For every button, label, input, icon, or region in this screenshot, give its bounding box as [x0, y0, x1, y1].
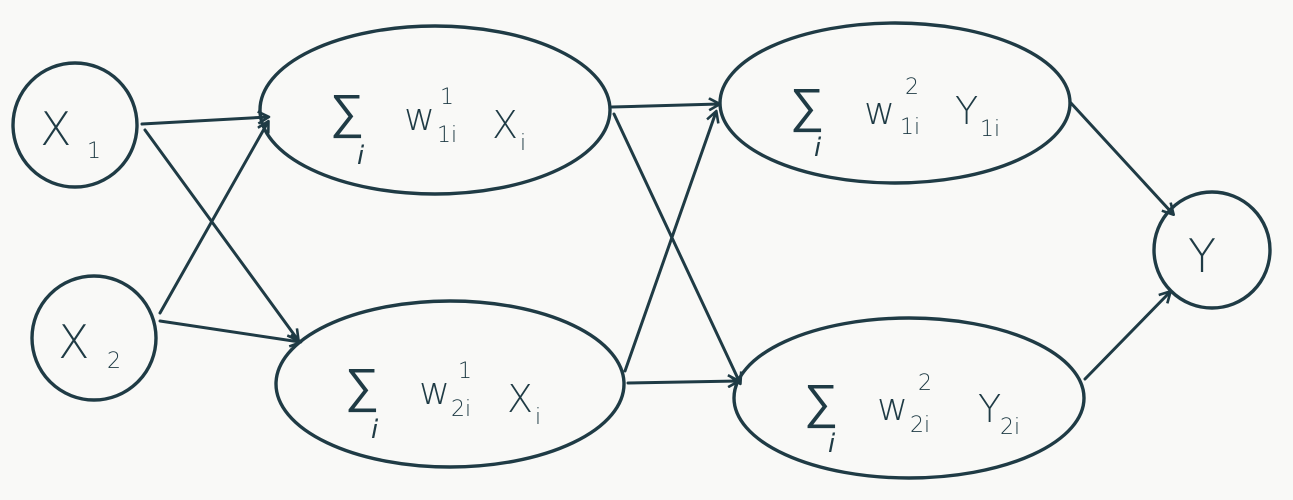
weight-index: 1i [437, 123, 457, 148]
weight-index: 1i [900, 115, 920, 140]
input-var: Y [955, 89, 978, 133]
edge-o1-y [1068, 100, 1173, 214]
input-var-index: 2i [1000, 415, 1020, 440]
input-var: Y [978, 387, 1001, 431]
x1-var: X [40, 102, 72, 156]
hidden-node-h2: ∑ i w 1 2i X i [274, 299, 626, 469]
sum-symbol: ∑ [790, 78, 824, 134]
input-var-index: i [520, 131, 526, 156]
edge-x1-h2 [143, 128, 298, 340]
weight-layer: 2 [918, 371, 932, 396]
x2-var: X [58, 315, 90, 369]
node-circle [11, 61, 139, 189]
weight-layer: 1 [458, 359, 472, 384]
input-var: X [492, 103, 518, 147]
node-ellipse [258, 24, 612, 196]
input-var-index: 1i [980, 117, 1000, 142]
weight-symbol: w [419, 369, 450, 413]
sum-index: i [828, 429, 836, 459]
edge-h2-o2 [626, 381, 738, 383]
weight-symbol: w [877, 385, 908, 429]
input-var: X [507, 377, 533, 421]
input-var-index: i [535, 405, 541, 430]
node-ellipse [274, 299, 626, 469]
weight-symbol: w [864, 89, 895, 133]
sum-symbol: ∑ [330, 84, 364, 140]
x2-sub: 2 [107, 349, 121, 374]
edge-h1-o1 [610, 104, 719, 107]
sum-symbol: ∑ [804, 374, 838, 430]
weight-index: 2i [910, 413, 930, 438]
edge-x2-h2 [158, 319, 300, 342]
input-node-x1: X 1 [11, 61, 139, 189]
edge-x1-h1 [140, 117, 268, 126]
node-circle [1152, 190, 1272, 310]
x1-sub: 1 [87, 139, 101, 164]
weight-layer: 1 [440, 85, 454, 110]
output-node-y: Y [1152, 190, 1272, 310]
sum-symbol: ∑ [345, 358, 379, 414]
node-circle [30, 274, 158, 402]
node-ellipse [718, 21, 1072, 185]
edge-h1-o2 [612, 112, 740, 383]
node-ellipse [732, 316, 1086, 480]
hidden-node-h1: ∑ i w 1 1i X i [258, 24, 612, 196]
y-var: Y [1188, 229, 1216, 283]
edges [140, 100, 1173, 383]
hidden-node-o1: ∑ i w 2 1i Y 1i [718, 21, 1072, 185]
edge-h2-o1 [623, 112, 716, 373]
edge-o2-y [1083, 292, 1170, 381]
weight-layer: 2 [905, 75, 919, 100]
sum-index: i [814, 133, 822, 163]
sum-index: i [357, 141, 365, 171]
weight-symbol: w [404, 95, 435, 139]
edge-x2-h1 [158, 122, 268, 315]
weight-index: 2i [451, 397, 471, 422]
input-node-x2: X 2 [30, 274, 158, 402]
sum-index: i [371, 415, 379, 445]
hidden-node-o2: ∑ i w 2 2i Y 2i [732, 316, 1086, 480]
